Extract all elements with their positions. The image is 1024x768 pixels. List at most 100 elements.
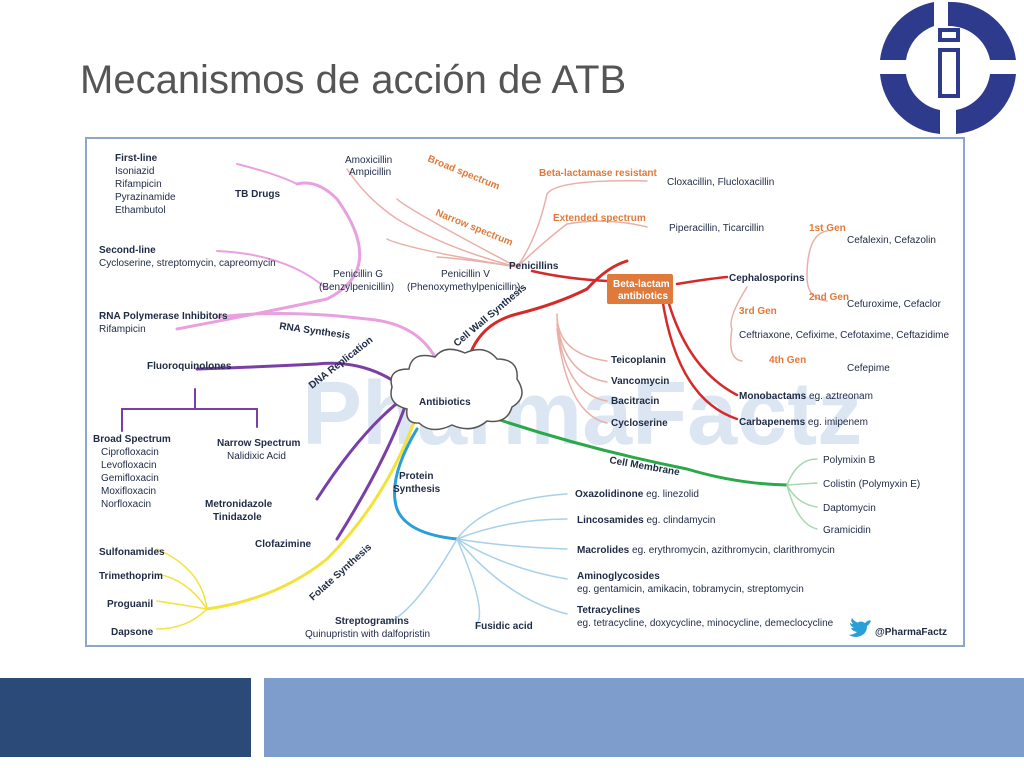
metronidazole-label: Metronidazole [205, 499, 273, 510]
center-node-label: Antibiotics [419, 397, 471, 408]
carbapenems-example: eg. imipenem [808, 417, 868, 428]
branch-cell-wall [465, 259, 629, 366]
oxazolidinone-example: eg. linezolid [646, 489, 699, 500]
monobactams-label: Monobactams [739, 391, 807, 402]
branch-ceph-gens [730, 230, 828, 362]
branch-tb-drugs [175, 181, 362, 331]
lincosamides-example: eg. clindamycin [646, 515, 715, 526]
gen2-label: 2nd Gen [809, 292, 849, 303]
broad-spectrum-item: Gemifloxacin [101, 473, 159, 484]
branch-cell-membrane [495, 417, 789, 487]
beta-lactamase-resistant-label: Beta-lactamase resistant [539, 168, 658, 179]
branch-monobactams [665, 295, 739, 397]
tb-first-line-item: Rifampicin [115, 179, 162, 190]
penicillins-label: Penicillins [509, 261, 559, 272]
rna-polymerase-item: Rifampicin [99, 324, 146, 335]
branch-penicillins [530, 269, 609, 283]
rna-polymerase-label: RNA Polymerase Inhibitors [99, 311, 228, 322]
tb-first-line-item: Ethambutol [115, 205, 166, 216]
clofazimine-label: Clofazimine [255, 539, 312, 550]
fluoroquinolones-label: Fluoroquinolones [147, 361, 232, 372]
footer-bar-right [264, 678, 1024, 757]
folate-item: Proguanil [107, 599, 153, 610]
narrow-spectrum-item: Nalidixic Acid [227, 451, 286, 462]
institution-logo [880, 1, 1016, 134]
branch-tb-firstline [236, 163, 298, 185]
cell-wall-other: Bacitracin [611, 396, 659, 407]
tb-drugs-label: TB Drugs [235, 189, 280, 200]
branch-protein-items [386, 493, 568, 625]
branch-folate-items [156, 548, 208, 630]
cell-wall-other: Cycloserine [611, 418, 668, 429]
aminoglycosides-label: Aminoglycosides [577, 571, 660, 582]
footer-bar-left [0, 678, 251, 757]
beta-lactamase-resistant-items: Cloxacillin, Flucloxacillin [667, 177, 774, 188]
antibiotics-mind-map: PharmaFactz Antibiotics [85, 137, 965, 647]
rna-synthesis-label: RNA Synthesis [279, 321, 352, 342]
branch-metronidazole [315, 395, 407, 501]
tb-first-line-heading: First-line [115, 153, 158, 164]
branch-rna [215, 311, 444, 376]
branch-clofazimine [335, 399, 409, 541]
twitter-bird-icon [849, 618, 871, 637]
aminoglycosides-example: eg. gentamicin, amikacin, tobramycin, st… [577, 584, 804, 595]
gen3-items: Ceftriaxone, Cefixime, Cefotaxime, Cefta… [739, 330, 950, 341]
streptogramins-example: Quinupristin with dalfopristin [305, 629, 430, 640]
tinidazole-label: Tinidazole [213, 512, 262, 523]
tb-second-line-heading: Second-line [99, 245, 156, 256]
penicillin-v-alt: (Phenoxymethylpenicillin) [407, 282, 520, 293]
extended-spectrum-items: Piperacillin, Ticarcillin [669, 223, 764, 234]
membrane-item: Colistin (Polymyxin E) [823, 479, 920, 490]
tb-first-line-item: Pyrazinamide [115, 192, 176, 203]
branch-fluoro-split [121, 388, 258, 432]
cephalosporins-label: Cephalosporins [729, 273, 805, 284]
folate-item: Sulfonamides [99, 547, 165, 558]
broad-spectrum-label-pen: Broad spectrum [426, 154, 501, 193]
fusidic-acid-label: Fusidic acid [475, 621, 533, 632]
beta-lactam-line1: Beta-lactam [613, 279, 670, 290]
macrolides-row: Macrolides eg. erythromycin, azithromyci… [577, 545, 835, 556]
oxazolidinone-label: Oxazolidinone [575, 489, 644, 500]
oxazolidinone-row: Oxazolidinone eg. linezolid [575, 489, 699, 500]
beta-lactam-line2: antibiotics [618, 291, 668, 302]
broad-spectrum-item: Norfloxacin [101, 499, 151, 510]
extended-spectrum-label: Extended spectrum [553, 213, 646, 224]
monobactams-example: eg. aztreonam [809, 391, 873, 402]
broad-spectrum-item: Ciprofloxacin [101, 447, 159, 458]
branch-penicillin-subs [346, 168, 648, 268]
branch-folate [205, 412, 419, 611]
gen4-label: 4th Gen [769, 355, 806, 366]
protein-synthesis-line1: Protein [399, 471, 433, 482]
gen1-items: Cefalexin, Cefazolin [847, 235, 936, 246]
monobactams-row: Monobactams eg. aztreonam [739, 391, 873, 402]
membrane-item: Gramicidin [823, 525, 871, 536]
membrane-item: Polymixin B [823, 455, 876, 466]
lincosamides-row: Lincosamides eg. clindamycin [577, 515, 715, 526]
gen2-items: Cefuroxime, Cefaclor [847, 299, 942, 310]
narrow-spectrum-label: Narrow Spectrum [217, 438, 300, 449]
folate-item: Dapsone [111, 627, 154, 638]
tb-first-line-item: Isoniazid [115, 166, 154, 177]
branch-tb-secondline [216, 250, 328, 290]
streptogramins-label: Streptogramins [335, 616, 409, 627]
protein-synthesis-line2: Synthesis [393, 484, 441, 495]
folate-item: Trimethoprim [99, 571, 163, 582]
antibiotics-cloud-node: Antibiotics [390, 348, 523, 431]
beta-lactam-node: Beta-lactam antibiotics [607, 274, 673, 304]
penicillin-g: Penicillin G [333, 269, 383, 280]
carbapenems-row: Carbapenems eg. imipenem [739, 417, 868, 428]
branch-other-cell-wall [556, 313, 608, 424]
credit-text: @PharmaFactz [875, 627, 947, 638]
gen4-items: Cefepime [847, 363, 890, 374]
penicillin-g-alt: (Benzylpenicillin) [319, 282, 394, 293]
cell-wall-other: Teicoplanin [611, 355, 666, 366]
lincosamides-label: Lincosamides [577, 515, 644, 526]
branch-protein-synthesis [393, 427, 459, 541]
tetracyclines-example: eg. tetracycline, doxycycline, minocycli… [577, 618, 834, 629]
gen1-label: 1st Gen [809, 223, 846, 234]
penicillin-v: Penicillin V [441, 269, 490, 280]
macrolides-label: Macrolides [577, 545, 630, 556]
carbapenems-label: Carbapenems [739, 417, 806, 428]
folate-synthesis-label: Folate Synthesis [308, 542, 375, 604]
broad-spectrum-penicillin: Ampicillin [349, 167, 391, 178]
